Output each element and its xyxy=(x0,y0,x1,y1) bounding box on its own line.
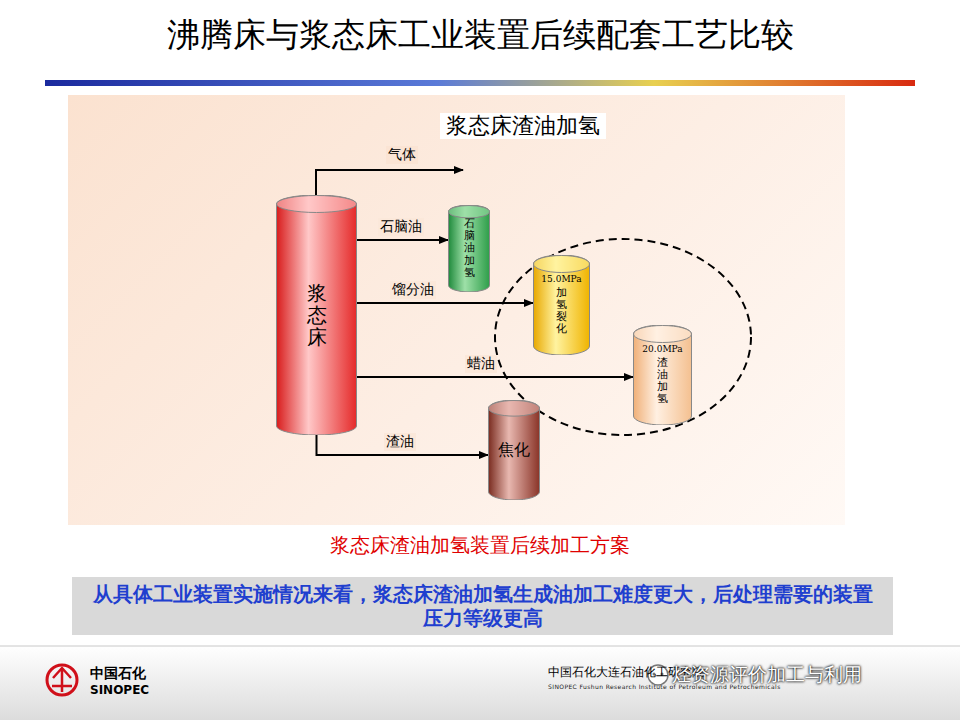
note-band: 从具体工业装置实施情况来看，浆态床渣油加氢生成油加工难度更大，后处理需要的装置压… xyxy=(72,577,893,635)
figure-caption: 浆态床渣油加氢装置后续加工方案 xyxy=(0,532,960,558)
slide-title: 沸腾床与浆态床工业装置后续配套工艺比较 xyxy=(0,14,960,57)
vessel-cylinder: 15.0MPa 加氢裂化 xyxy=(533,255,590,355)
stream-label: 馏分油 xyxy=(390,281,436,299)
title-bar xyxy=(45,80,915,86)
panel-heading: 浆态床渣油加氢 xyxy=(440,113,606,139)
sinopec-logo xyxy=(47,665,77,695)
stream-label: 渣油 xyxy=(384,433,416,451)
vessel-label: 15.0MPa xyxy=(541,274,581,285)
vessel-label: 焦化 xyxy=(498,440,530,459)
footer-rule xyxy=(0,646,960,647)
process-panel: 浆态床渣油加氢浆态床 石脑油加氢 15.0MPa 加氢裂化 20.0MPa 渣油加氢焦化 xyxy=(68,95,845,525)
stream-label: 石脑油 xyxy=(378,218,424,236)
watermark: 烃资源评价加工与利用 xyxy=(672,662,862,688)
dashed-highlight xyxy=(495,239,751,435)
flow-arrow xyxy=(357,239,448,241)
stream-label: 气体 xyxy=(386,146,418,164)
vessel-cylinder: 石脑油加氢 xyxy=(448,205,490,292)
vessel-label-vertical: 浆态床 xyxy=(307,282,327,348)
footer-band xyxy=(0,646,960,720)
vessel-label: 20.0MPa xyxy=(642,344,682,355)
flow-arrow xyxy=(357,376,633,378)
stream-label: 蜡油 xyxy=(465,355,497,373)
vessel-label-vertical: 加氢裂化 xyxy=(556,287,567,335)
company-name: 中国石化 xyxy=(90,665,146,683)
vessel-label-vertical: 渣油加氢 xyxy=(657,357,668,405)
note-text: 从具体工业装置实施情况来看，浆态床渣油加氢生成油加工难度更大，后处理需要的装置压… xyxy=(88,582,877,630)
company-name-en: SINOPEC xyxy=(90,683,149,697)
gas-line xyxy=(316,170,463,195)
vessel-cylinder: 浆态床 xyxy=(276,195,357,435)
flow-arrow xyxy=(357,302,533,304)
vessel-label-vertical: 石脑油加氢 xyxy=(464,218,475,278)
vessel-cylinder: 20.0MPa 渣油加氢 xyxy=(633,325,692,425)
vessel-cylinder: 焦化 xyxy=(488,400,540,500)
